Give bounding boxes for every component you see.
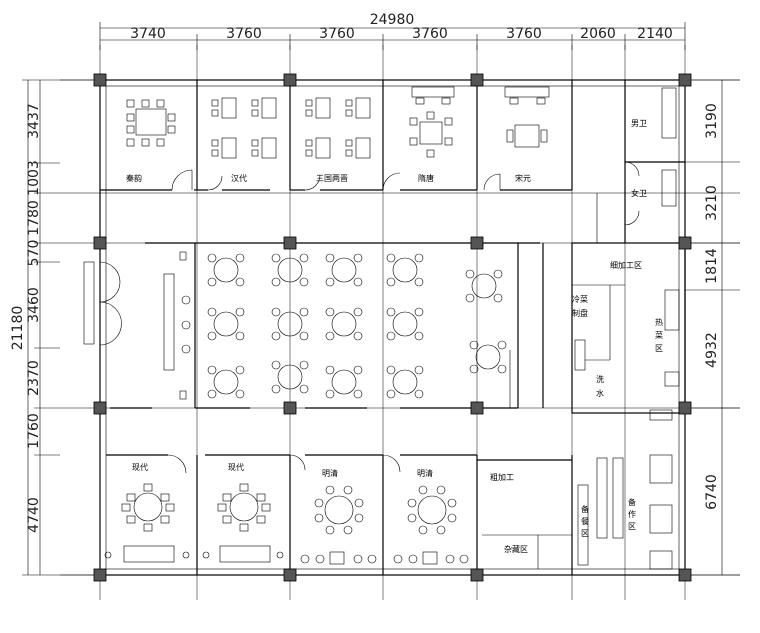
dim-top-7: 2140 [637,26,673,42]
bottom-private-rooms: 现代 现代 明清 明清 [104,454,573,575]
axis-grid [60,45,740,600]
xiandai-table-1 [104,483,190,563]
mingqing-table-2 [393,485,469,565]
room-label-xiandai-1: 现代 [132,462,148,472]
room-label-toilet-male: 男卫 [631,119,647,128]
room-label-songyuan: 宋元 [515,173,531,183]
room-label-mingqing-2: 明清 [417,468,433,478]
room-label-wash-b: 水 [596,388,604,398]
room-label-handai: 汉代 [231,173,247,183]
songyuan-table [504,86,550,148]
room-label-staff-a: 备 [581,504,589,514]
room-label-cold-dish-b: 制盘 [572,308,588,318]
room-label-prep-a: 备 [628,497,636,507]
dim-left-3: 1780 [26,200,42,236]
dim-left-8: 4740 [26,497,42,533]
dim-left-2: 1003 [26,160,42,196]
room-label-toilet-female: 女卫 [631,188,647,198]
dim-right-5: 6740 [704,474,720,510]
room-label-cold-dish: 冷菜 [572,294,588,304]
room-label-mingqing-1: 明清 [322,468,338,478]
dim-top-5: 3760 [506,26,542,42]
dim-left-4: 570 [26,240,42,267]
kitchen: 细加工区 冷菜 制盘 热 菜 区 洗 水 [571,242,686,414]
round-tables [207,253,507,399]
room-label-wash: 洗 [596,374,604,384]
room-label-kitchen-side: 热 [655,317,663,327]
left-dimension-chain: 21180 3437 1003 1780 570 3460 2370 1760 … [10,79,100,576]
room-label-sanguo: 三国两晋 [316,174,348,183]
main-hall [83,242,544,409]
dim-right-1: 3190 [704,103,720,139]
room-label-kitchen-side-c: 区 [655,344,663,353]
top-dimension-chain: 24980 3740 3760 3760 3760 3760 2060 2140 [99,12,686,50]
room-label-dry-storage: 杂藏区 [504,544,528,554]
dim-top-4: 3760 [412,26,448,42]
top-private-rooms: 秦韵 汉代 三国两晋 隋唐 宋元 [100,80,573,191]
dim-top-3: 3760 [319,26,355,42]
xiandai-table-2 [202,483,284,563]
room-label-qinyun: 秦韵 [126,173,142,183]
suitang-table [409,86,455,158]
handai-tables [211,97,277,159]
right-dimension-chain: 3190 3210 1814 4932 6740 [685,79,740,576]
room-label-fine-processing: 细加工区 [610,260,642,270]
mingqing-table-1 [300,485,377,565]
dim-left-1: 3437 [26,103,42,139]
qinyun-table [126,99,176,147]
room-label-staff-c: 区 [581,529,589,538]
dim-left-6: 2370 [26,360,42,396]
room-label-prep-c: 区 [628,522,636,531]
dim-top-2: 3760 [226,26,262,42]
dim-right-4: 4932 [704,332,720,368]
room-label-suitang: 隋唐 [418,173,434,183]
sanguo-tables [305,97,371,159]
dim-top-1: 3740 [130,26,166,42]
dim-left-5: 3460 [26,287,42,323]
dim-total-height: 21180 [10,306,26,351]
room-label-xiandai-2: 现代 [228,462,244,472]
dim-right-2: 3210 [704,185,720,221]
room-label-rough-processing: 粗加工 [490,472,514,482]
structural-columns [93,73,692,582]
dim-top-6: 2060 [580,26,616,42]
room-label-kitchen-side-b: 菜 [655,330,663,340]
dim-left-7: 1760 [26,413,42,449]
dim-total-width: 24980 [370,12,415,28]
back-kitchen: 粗加工 杂藏区 备 餐 区 备 作 区 [482,409,673,570]
room-label-staff-b: 餐 [581,517,589,526]
room-label-prep-b: 作 [628,509,636,519]
toilets: 男卫 女卫 [596,80,685,243]
dim-right-3: 1814 [704,248,720,284]
